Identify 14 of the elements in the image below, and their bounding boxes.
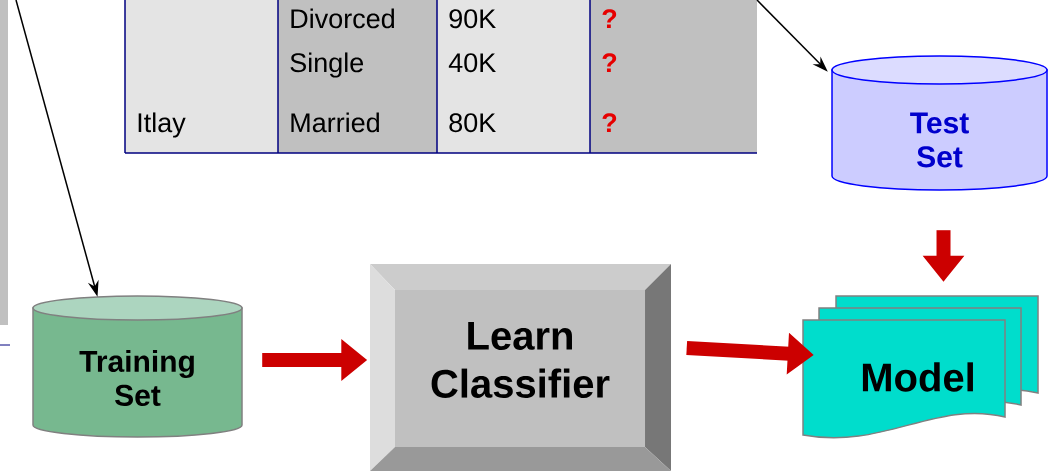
table-cell-text: Itlay (138, 112, 186, 138)
table-cell-text: 80K (449, 113, 496, 133)
table-cell-text: Divorced (291, 8, 394, 29)
table-cell-text: ? (602, 113, 617, 132)
model-document-stack: Model (802, 295, 1039, 439)
test-set-cylinder: Test Set (831, 55, 1048, 191)
training-set-cylinder: Training Set (32, 295, 243, 438)
table-cell-text: Single (290, 52, 364, 78)
table-cell-text: ? (602, 53, 617, 72)
table-cell-text: ? (602, 9, 617, 28)
table-cell-text: 40K (448, 53, 496, 73)
table-cell-text: Married (291, 112, 379, 133)
classifier-box: Learn Classifier (370, 264, 671, 471)
table-cell-text: 90K (449, 9, 496, 29)
